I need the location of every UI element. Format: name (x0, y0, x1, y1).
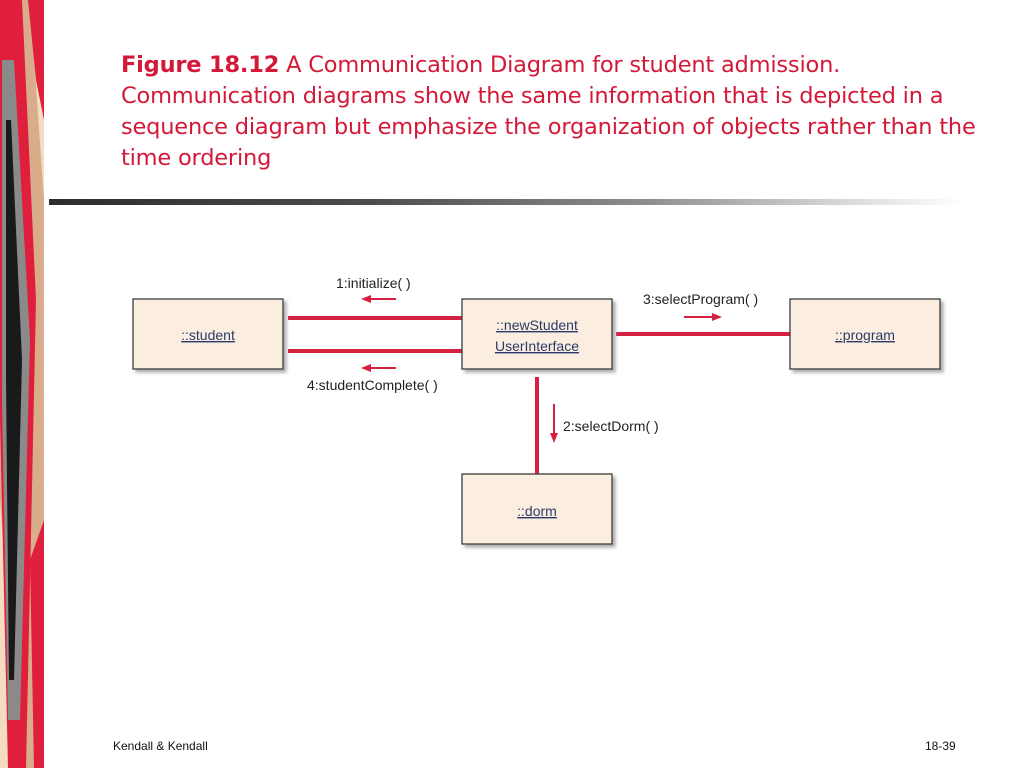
object-dorm-label: ::dorm (517, 503, 557, 519)
object-student: ::student (132, 298, 284, 370)
footer-authors: Kendall & Kendall (113, 739, 208, 753)
object-program-label: ::program (835, 327, 895, 343)
object-dorm: ::dorm (461, 473, 613, 545)
decorative-left-bar (0, 0, 44, 768)
slide-title: Figure 18.12 A Communication Diagram for… (121, 50, 991, 174)
figure-caption: A Communication Diagram for student admi… (121, 52, 976, 171)
figure-number: Figure 18.12 (121, 52, 280, 78)
object-new-student-ui: ::newStudent UserInterface (461, 298, 613, 370)
arrow-right-icon (684, 313, 722, 321)
title-divider (49, 199, 964, 205)
footer-page-number: 18-39 (925, 739, 956, 753)
object-student-label: ::student (181, 327, 235, 343)
object-program: ::program (789, 298, 941, 370)
arrow-down-icon (550, 404, 558, 443)
object-new-student-ui-label-line1: ::newStudent (496, 317, 578, 333)
message-select-dorm: 2:selectDorm( ) (563, 418, 659, 434)
arrow-left-icon (361, 295, 396, 303)
message-initialize: 1:initialize( ) (336, 275, 411, 291)
message-student-complete: 4:studentComplete( ) (307, 377, 438, 393)
arrow-left-icon (361, 364, 396, 372)
message-select-program: 3:selectProgram( ) (643, 291, 758, 307)
object-new-student-ui-label-line2: UserInterface (495, 338, 579, 354)
